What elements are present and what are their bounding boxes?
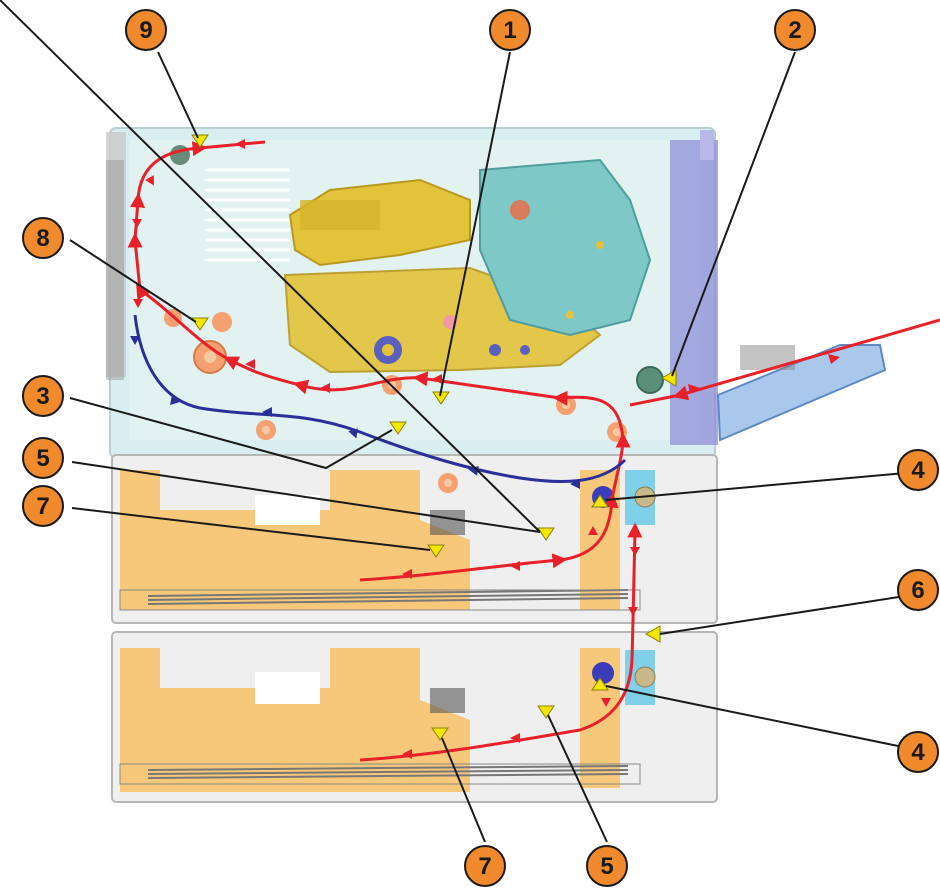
callout-1: 1 (489, 9, 531, 51)
tray2-pickup-roller (592, 662, 614, 684)
sensor-5a (537, 527, 555, 541)
callout-5-lower: 5 (586, 845, 628, 887)
svg-text:6: 6 (911, 577, 924, 604)
paper-tray-2 (111, 631, 718, 803)
svg-text:7: 7 (36, 493, 49, 520)
callout-3: 3 (22, 375, 64, 417)
paper-path-red-arrows (132, 139, 840, 759)
right-side-panel (670, 140, 718, 445)
sensor-7b (431, 727, 449, 741)
svg-text:5: 5 (600, 853, 613, 880)
paper-tray-1 (111, 454, 718, 624)
svg-text:8: 8 (36, 225, 49, 252)
callout-2: 2 (774, 9, 816, 51)
callout-7-lower: 7 (464, 845, 506, 887)
sensor-4a (591, 494, 609, 508)
sensor-markers (191, 134, 677, 741)
callout-5-upper: 5 (22, 437, 64, 479)
duplex-path-blue (133, 314, 627, 484)
svg-text:1: 1 (503, 17, 516, 44)
svg-text:2: 2 (788, 17, 801, 44)
svg-text:7: 7 (478, 853, 491, 880)
sensor-3 (389, 421, 407, 435)
svg-text:3: 3 (36, 383, 49, 410)
leader-lines (0, 0, 909, 843)
svg-text:4: 4 (911, 457, 925, 484)
sensor-5b (537, 705, 555, 719)
callout-9: 9 (125, 9, 167, 51)
sensor-9 (191, 134, 209, 148)
callout-8: 8 (22, 217, 64, 259)
sensor-7a (427, 544, 445, 558)
callout-6: 6 (897, 569, 939, 611)
manual-feed-roller (636, 366, 664, 394)
svg-text:9: 9 (139, 17, 152, 44)
callout-7-upper: 7 (22, 485, 64, 527)
svg-text:5: 5 (36, 445, 49, 472)
sensor-4b (591, 677, 609, 691)
svg-text:4: 4 (911, 739, 925, 766)
paper-path-red (127, 140, 940, 762)
callout-4-lower: 4 (897, 731, 939, 773)
callout-4-upper: 4 (897, 449, 939, 491)
